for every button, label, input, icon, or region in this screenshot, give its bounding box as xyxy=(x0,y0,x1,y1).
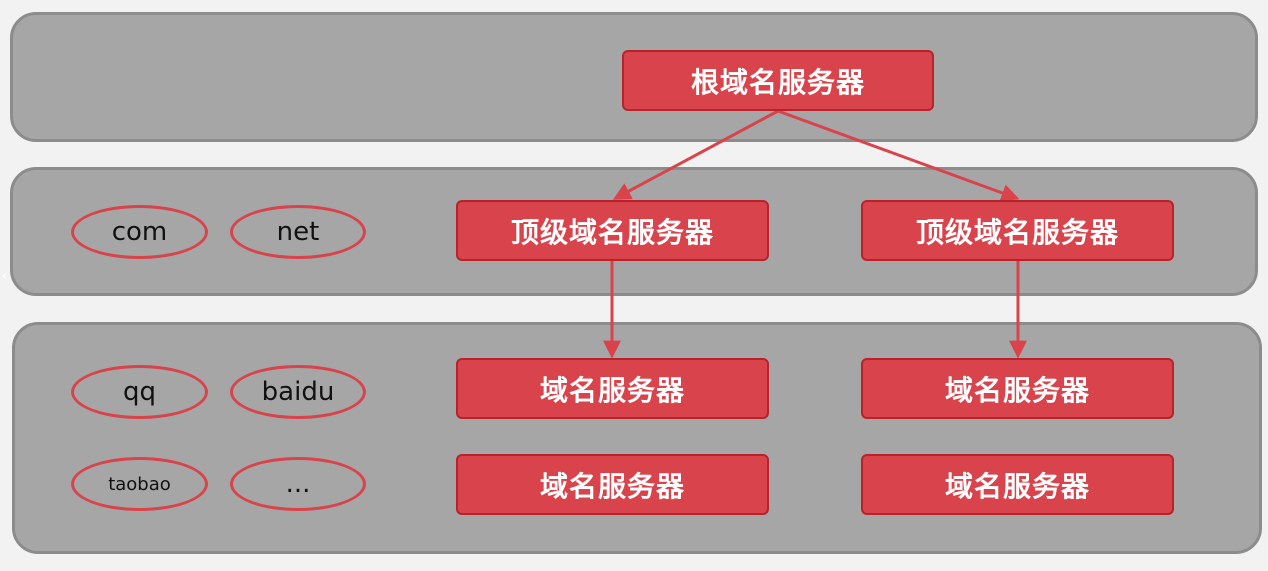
domain-ellipse-qq: qq xyxy=(71,365,208,419)
root-server: 根域名服务器 xyxy=(622,50,934,111)
domain-ellipse-baidu: baidu xyxy=(230,365,366,419)
domain-server-2: 域名服务器 xyxy=(861,358,1174,419)
domain-ellipse-taobao: taobao xyxy=(71,457,208,511)
domain-server-4: 域名服务器 xyxy=(861,454,1174,515)
top-level-server-1: 顶级域名服务器 xyxy=(456,200,769,261)
domain-ellipse-net: net xyxy=(230,205,366,259)
second-level-tier xyxy=(12,322,1262,554)
domain-server-3: 域名服务器 xyxy=(456,454,769,515)
domain-ellipse-more: ... xyxy=(230,457,366,511)
domain-server-1: 域名服务器 xyxy=(456,358,769,419)
chevron-left-icon: ‹ xyxy=(2,268,8,284)
top-level-server-2: 顶级域名服务器 xyxy=(861,200,1174,261)
domain-ellipse-com: com xyxy=(71,205,208,259)
